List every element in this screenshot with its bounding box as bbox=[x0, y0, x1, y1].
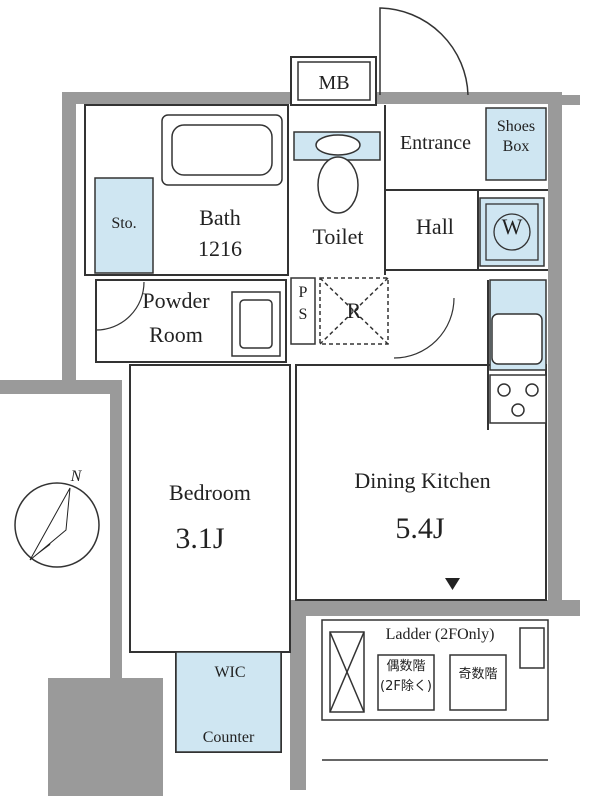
entrance-door bbox=[379, 7, 469, 96]
window-marker bbox=[445, 578, 460, 590]
basin bbox=[231, 291, 281, 357]
ps-r-boxes bbox=[290, 277, 389, 345]
toilet-label: Toilet bbox=[312, 224, 364, 249]
entrance-label: Entrance bbox=[399, 132, 472, 154]
bathtub bbox=[161, 114, 283, 186]
compass-north-label: N bbox=[70, 468, 82, 485]
ladder-label: Ladder (2FOnly) bbox=[385, 626, 495, 643]
w-label: W bbox=[501, 214, 523, 239]
washer bbox=[485, 203, 539, 261]
even-floor-label: 偶数階 bbox=[386, 659, 426, 674]
shoes-box-label-2: Box bbox=[502, 138, 530, 155]
mb-label: MB bbox=[318, 72, 350, 94]
powder-room-label-2: Room bbox=[149, 322, 203, 347]
odd-floor-label: 奇数階 bbox=[458, 667, 498, 682]
bath-label: Bath bbox=[199, 205, 241, 230]
ps-label-1: P bbox=[298, 284, 308, 301]
mb-box bbox=[290, 56, 377, 106]
kitchen-sink bbox=[491, 313, 543, 365]
bath-size-label: 1216 bbox=[198, 236, 242, 261]
powder-room-label-1: Powder bbox=[142, 288, 210, 313]
balcony bbox=[321, 619, 549, 761]
shoes-box-label-1: Shoes bbox=[496, 118, 536, 135]
outer-walls bbox=[0, 92, 580, 796]
compass-icon bbox=[14, 482, 100, 568]
even-floor-note-label: (2F除く) bbox=[380, 679, 432, 694]
r-label: R bbox=[346, 298, 362, 323]
ps-label-2: S bbox=[298, 306, 308, 323]
toilet-fixture bbox=[315, 134, 361, 214]
dining-kitchen-size-label: 5.4J bbox=[395, 512, 445, 545]
door-swings bbox=[95, 281, 455, 359]
stove bbox=[489, 374, 547, 424]
hall-label: Hall bbox=[416, 214, 454, 239]
counter-label: Counter bbox=[202, 729, 255, 746]
sto-label: Sto. bbox=[111, 215, 137, 232]
dining-kitchen-label: Dining Kitchen bbox=[354, 468, 491, 493]
wic-label: WIC bbox=[214, 664, 246, 681]
bedroom-label: Bedroom bbox=[169, 480, 251, 505]
bedroom-size-label: 3.1J bbox=[175, 522, 225, 555]
